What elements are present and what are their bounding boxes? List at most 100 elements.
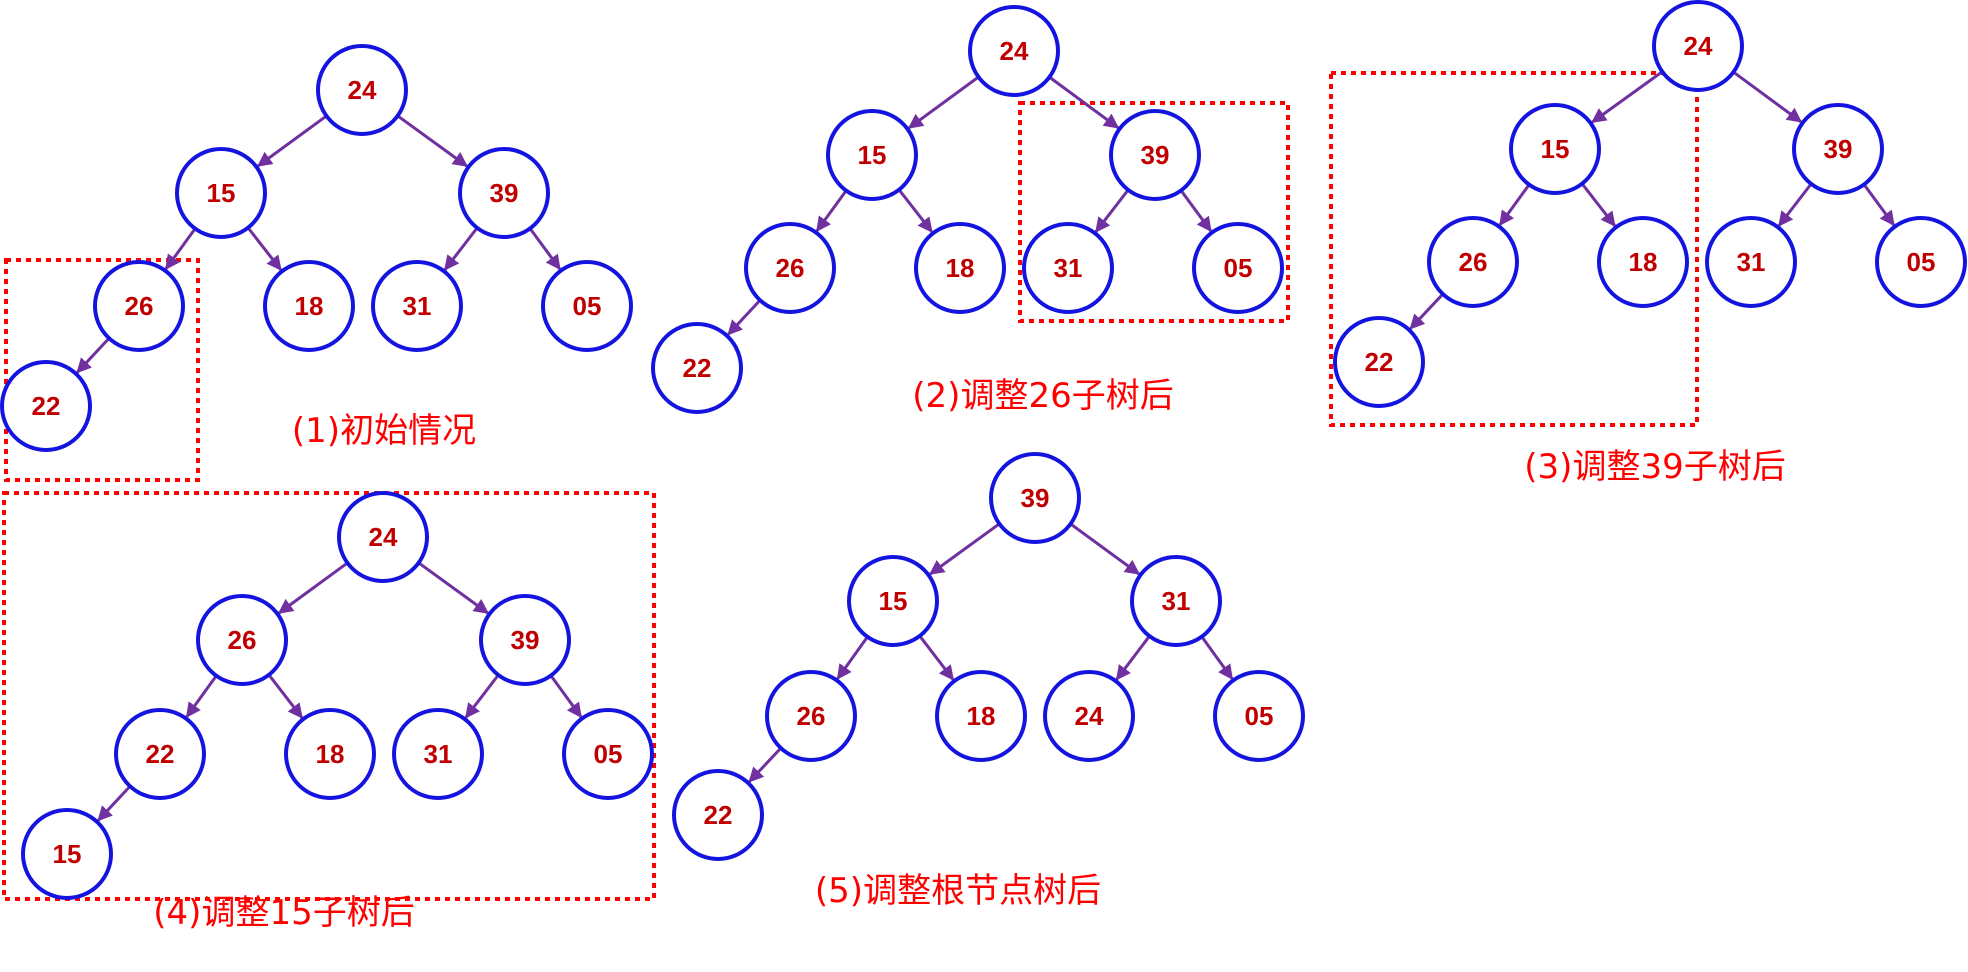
node-label: 24	[348, 75, 377, 105]
node-circle	[1875, 216, 1967, 308]
t5-node-n4: 18	[935, 670, 1027, 762]
node-label: 18	[316, 739, 345, 769]
node-circle	[562, 708, 654, 800]
node-circle	[1792, 103, 1884, 195]
node-circle	[458, 147, 550, 239]
node-circle	[392, 708, 484, 800]
node-label: 31	[1054, 253, 1083, 283]
node-label: 22	[704, 800, 733, 830]
t3-edge-n0-n1	[1591, 70, 1664, 124]
node-label: 26	[125, 291, 154, 321]
node-circle	[968, 5, 1060, 97]
node-circle	[1427, 216, 1519, 308]
node-circle	[847, 555, 939, 647]
node-label: 15	[53, 839, 82, 869]
node-circle	[1109, 109, 1201, 201]
node-circle	[371, 260, 463, 352]
t5-edge-n0-n1	[929, 522, 1001, 576]
node-label: 18	[1629, 247, 1658, 277]
node-label: 39	[1824, 134, 1853, 164]
t2-node-n3: 26	[744, 222, 836, 314]
t4-node-n3: 22	[114, 708, 206, 800]
node-circle	[196, 594, 288, 686]
node-circle	[989, 452, 1081, 544]
t1-node-n7: 22	[0, 360, 92, 452]
node-label: 39	[511, 625, 540, 655]
t1-edge-n1-n3	[164, 227, 197, 270]
t4-edge-n3-n7	[97, 785, 132, 822]
node-label: 24	[1075, 701, 1104, 731]
t3-caption: (3)调整39子树后	[1524, 447, 1785, 487]
node-circle	[175, 147, 267, 239]
t1-node-n0: 24	[316, 44, 408, 136]
node-label: 22	[1365, 347, 1394, 377]
t3-edge-n2-n5	[1777, 182, 1813, 227]
node-label: 39	[1141, 140, 1170, 170]
t3-edge-n1-n4	[1580, 182, 1616, 227]
t1-edge-n1-n4	[246, 226, 282, 271]
node-circle	[672, 769, 764, 861]
node-circle	[1652, 0, 1744, 92]
node-label: 22	[32, 391, 61, 421]
node-label: 31	[1162, 586, 1191, 616]
node-circle	[479, 594, 571, 686]
t4-node-n7: 15	[21, 808, 113, 900]
node-circle	[651, 322, 743, 414]
node-label: 22	[683, 353, 712, 383]
t5-edge-n2-n6	[1200, 635, 1234, 680]
t1-node-n6: 05	[541, 260, 633, 352]
node-circle	[1130, 555, 1222, 647]
node-circle	[93, 260, 185, 352]
t1-edge-n0-n2	[396, 114, 468, 168]
t1-caption: (1)初始情况	[292, 411, 476, 451]
t5-node-n3: 26	[765, 670, 857, 762]
t5-node-n6: 05	[1213, 670, 1305, 762]
t4-edge-n1-n4	[267, 673, 304, 719]
t3-node-n1: 15	[1509, 103, 1601, 195]
t4-caption: (4)调整15子树后	[153, 893, 414, 933]
node-circle	[1213, 670, 1305, 762]
t5-node-n1: 15	[847, 555, 939, 647]
t4-node-n5: 31	[392, 708, 484, 800]
node-circle	[1509, 103, 1601, 195]
t2-caption: (2)调整26子树后	[912, 376, 1173, 416]
t3-node-n2: 39	[1792, 103, 1884, 195]
node-label: 24	[1684, 31, 1713, 61]
t1-edge-n3-n7	[76, 337, 111, 374]
t1-edge-n0-n1	[256, 114, 328, 168]
t3-node-n5: 31	[1705, 216, 1797, 308]
node-circle	[914, 222, 1006, 314]
node-circle	[337, 491, 429, 583]
tree-edges	[76, 70, 1895, 822]
t5-edge-n3-n7	[748, 747, 782, 783]
node-circle	[765, 670, 857, 762]
t2-edge-n1-n4	[897, 188, 933, 233]
node-label: 31	[403, 291, 432, 321]
t2-node-n4: 18	[914, 222, 1006, 314]
node-label: 18	[946, 253, 975, 283]
node-circle	[114, 708, 206, 800]
node-label: 39	[490, 178, 519, 208]
node-label: 31	[424, 739, 453, 769]
t3-node-n0: 24	[1652, 0, 1744, 92]
node-circle	[541, 260, 633, 352]
node-label: 15	[207, 178, 236, 208]
t1-edge-n2-n5	[443, 226, 479, 271]
t5-edge-n1-n3	[836, 635, 869, 680]
t2-edge-n0-n2	[1048, 75, 1120, 129]
t1-node-n3: 26	[93, 260, 185, 352]
t5-edge-n1-n4	[918, 635, 955, 681]
node-circle	[316, 44, 408, 136]
tree-nodes: 24 15 39 26 18 31 05 22 24 15 39 26 18 31 05 22 24 15 39 26…	[0, 0, 1967, 900]
t2-node-n7: 22	[651, 322, 743, 414]
t4-highlight-box	[2, 491, 656, 901]
node-label: 15	[1541, 134, 1570, 164]
t5-node-n7: 22	[672, 769, 764, 861]
node-label: 31	[1737, 247, 1766, 277]
t1-highlight-box	[4, 258, 200, 482]
t3-edge-n1-n3	[1498, 183, 1531, 226]
t2-edge-n2-n5	[1094, 188, 1130, 233]
t3-node-n7: 22	[1333, 316, 1425, 408]
t4-node-n4: 18	[284, 708, 376, 800]
node-label: 05	[573, 291, 602, 321]
